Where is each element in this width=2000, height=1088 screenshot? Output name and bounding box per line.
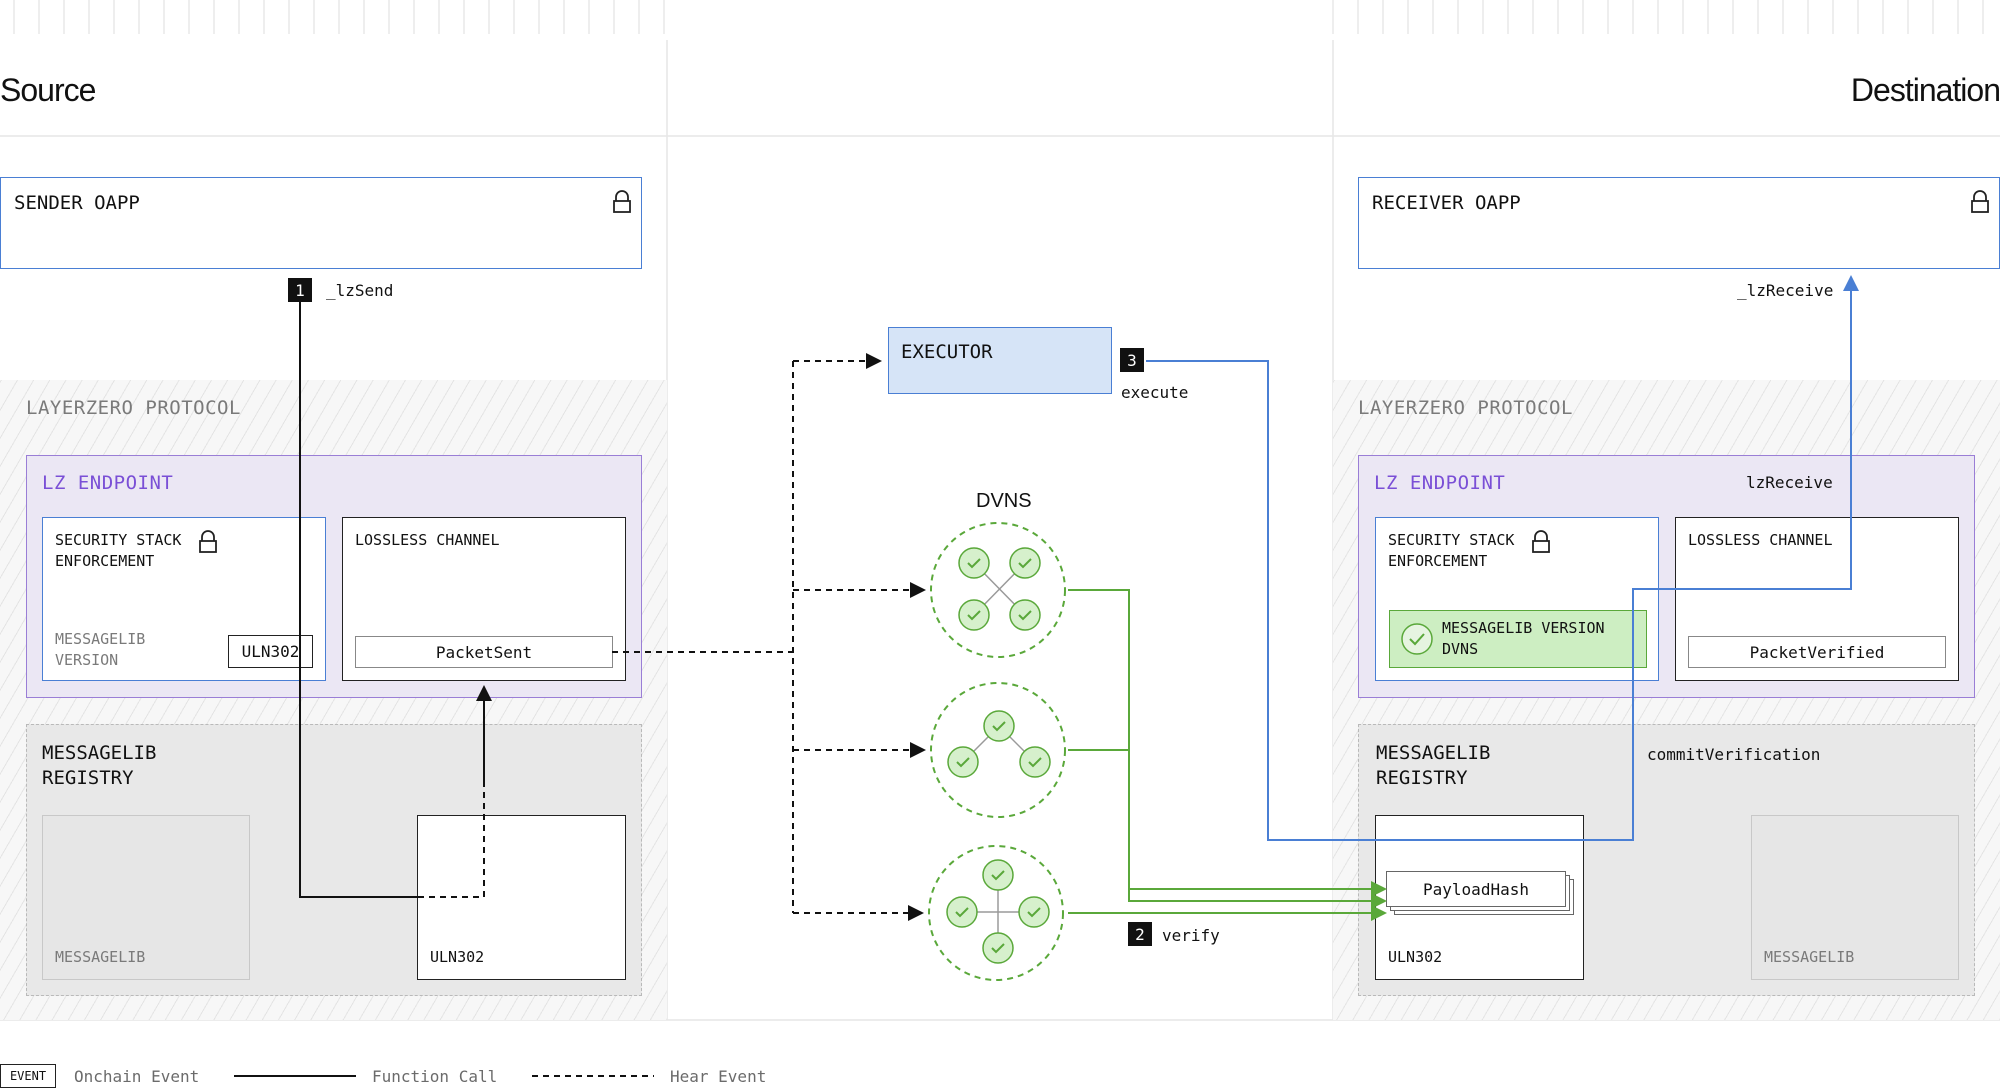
lzreceive-fn-label: lzReceive <box>1746 473 1833 492</box>
step-2-badge: 2 <box>1128 922 1152 946</box>
step-1-badge: 1 <box>288 278 312 302</box>
destination-uln302-box: PayloadHash ULN302 <box>1375 815 1584 980</box>
destination-security-stack-label: SECURITY STACK ENFORCEMENT <box>1388 531 1515 570</box>
destination-heading: Destination <box>1850 72 2000 108</box>
step-3-badge: 3 <box>1120 348 1144 372</box>
dvn-cluster-2[interactable] <box>928 680 1068 820</box>
execute-call-line <box>1146 275 1859 841</box>
lzsend-call-line <box>299 292 418 898</box>
lock-icon <box>613 190 631 213</box>
packet-sent-event: PacketSent <box>355 636 613 668</box>
check-circle-icon <box>947 710 1051 778</box>
source-uln302-tag: ULN302 <box>228 635 313 668</box>
destination-messagelib-label: MESSAGELIB <box>1764 948 1855 966</box>
legend-function-call: Function Call <box>372 1067 498 1086</box>
commit-verification-fn-label: commitVerification <box>1647 745 1821 764</box>
dvn-cluster-1[interactable] <box>928 520 1068 660</box>
lzreceive-label: _lzReceive <box>1737 281 1834 300</box>
verify-line-dvn1 <box>1068 589 1387 897</box>
source-lossless-channel-label: LOSSLESS CHANNEL <box>355 531 500 549</box>
destination-lossless-channel-label: LOSSLESS CHANNEL <box>1688 531 1833 549</box>
source-registry-title: MESSAGELIB REGISTRY <box>42 742 157 789</box>
check-circle-icon <box>946 859 1050 964</box>
source-messagelib-version-label: MESSAGELIB VERSION <box>55 630 146 669</box>
source-uln302-label: ULN302 <box>430 948 485 966</box>
step-1-label: _lzSend <box>326 281 394 300</box>
lock-icon <box>1971 190 1989 213</box>
source-messagelib-box: MESSAGELIB <box>42 815 250 980</box>
step-3-label: execute <box>1121 383 1189 402</box>
legend-onchain-event: Onchain Event <box>74 1067 200 1086</box>
destination-uln302-label: ULN302 <box>1388 948 1443 966</box>
receiver-oapp-label: RECEIVER OAPP <box>1372 192 1521 214</box>
step-2-label: verify <box>1162 926 1220 945</box>
verify-line-dvn2 <box>1068 749 1387 909</box>
receiver-oapp-box[interactable]: RECEIVER OAPP <box>1358 177 2000 269</box>
check-circle-icon <box>1401 623 1433 655</box>
lock-icon <box>1532 530 1550 553</box>
packet-verified-event: PacketVerified <box>1688 636 1946 668</box>
executor-label: EXECUTOR <box>901 341 993 363</box>
lock-icon <box>199 530 217 553</box>
destination-security-stack-box: SECURITY STACK ENFORCEMENT MESSAGELIB VE… <box>1375 517 1659 681</box>
source-endpoint-title: LZ ENDPOINT <box>42 472 174 494</box>
payload-hash-event: PayloadHash <box>1386 871 1566 907</box>
sender-oapp-box[interactable]: SENDER OAPP <box>0 177 642 269</box>
destination-registry-title: MESSAGELIB REGISTRY <box>1376 742 1491 789</box>
source-security-stack-label: SECURITY STACK ENFORCEMENT <box>55 531 182 570</box>
check-circle-icon <box>958 547 1041 631</box>
source-heading: Source <box>0 72 96 108</box>
dvns-title: DVNS <box>976 490 1032 512</box>
uln-to-packetsent-line <box>418 700 485 898</box>
messagelib-version-dvns-label: MESSAGELIB VERSION DVNS <box>1442 619 1605 658</box>
messagelib-version-dvns-badge: MESSAGELIB VERSION DVNS <box>1389 610 1647 668</box>
source-security-stack-box: SECURITY STACK ENFORCEMENT MESSAGELIB VE… <box>42 517 326 681</box>
destination-lossless-channel-box: LOSSLESS CHANNEL PacketVerified <box>1675 517 1959 681</box>
destination-messagelib-box: MESSAGELIB <box>1751 815 1959 980</box>
source-protocol-title: LAYERZERO PROTOCOL <box>26 397 241 419</box>
source-messagelib-label: MESSAGELIB <box>55 948 146 966</box>
destination-protocol-title: LAYERZERO PROTOCOL <box>1358 397 1573 419</box>
dvn-cluster-3[interactable] <box>926 843 1066 983</box>
executor-box[interactable]: EXECUTOR <box>888 327 1112 394</box>
sender-oapp-label: SENDER OAPP <box>14 192 140 214</box>
destination-endpoint-title: LZ ENDPOINT <box>1374 472 1506 494</box>
source-lossless-channel-box: LOSSLESS CHANNEL PacketSent <box>342 517 626 681</box>
legend-hear-event: Hear Event <box>670 1067 767 1086</box>
